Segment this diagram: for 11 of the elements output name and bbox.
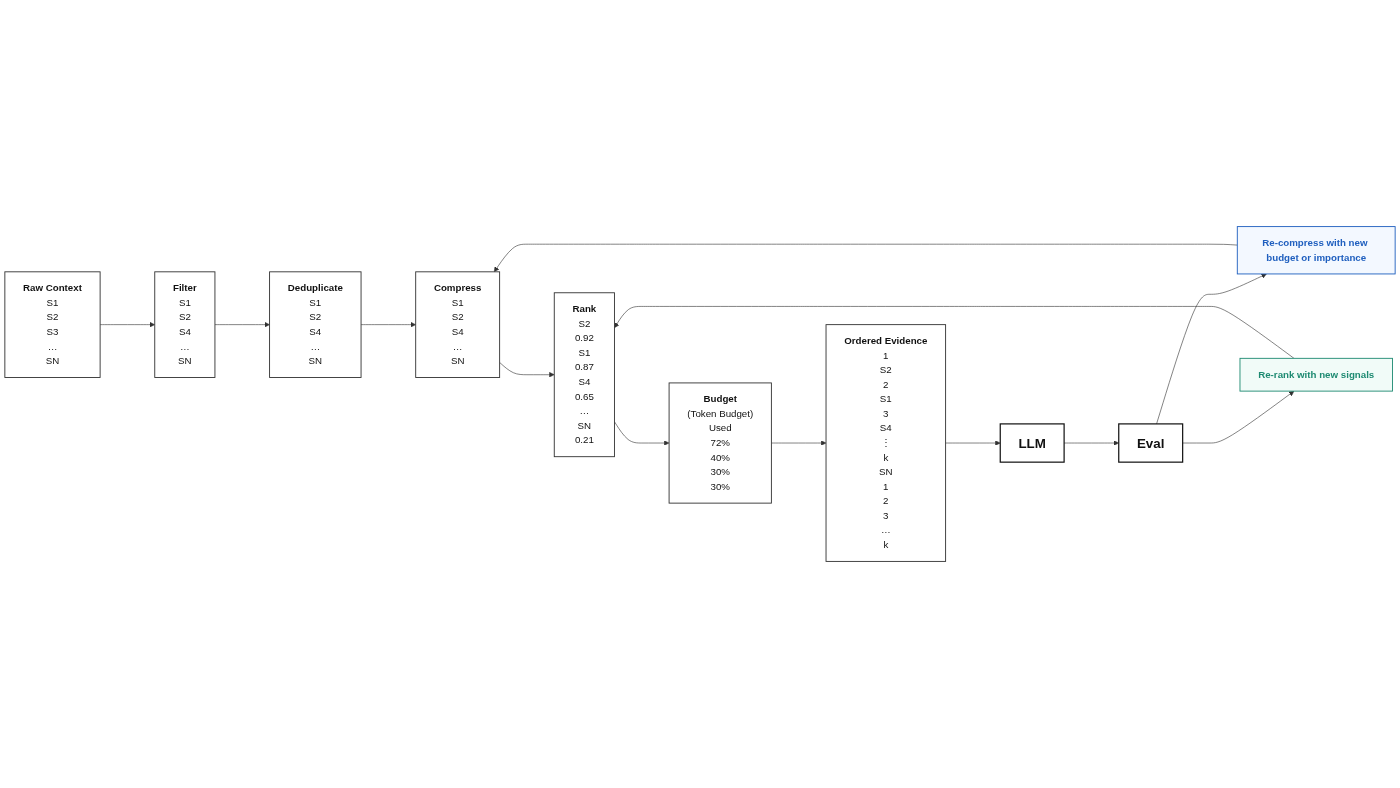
node-box: Ordered Evidence 1 S2 2 S1 3 S4 ⋮ k SN 1 2 3 … k (825, 324, 947, 562)
node-box: Compress S1 S2 S4 … SN (415, 271, 501, 378)
node-box: Deduplicate S1 S2 S4 … SN (269, 271, 362, 378)
node-box: Eval (1118, 423, 1184, 463)
node-box: Filter S1 S2 S4 … SN (154, 271, 216, 378)
node-box: Rank S2 0.92 S1 0.87 S4 0.65 … SN 0.21 (553, 292, 615, 458)
node-box: Re-rank with new signals (1239, 357, 1393, 392)
node-box: Budget (Token Budget) Used 72% 40% 30% 30% (668, 382, 772, 504)
node-box: Re-compress with new budget or importance (1236, 226, 1396, 275)
node-box: LLM (999, 423, 1065, 463)
node-box: Raw Context S1 S2 S3 … SN (4, 271, 101, 378)
